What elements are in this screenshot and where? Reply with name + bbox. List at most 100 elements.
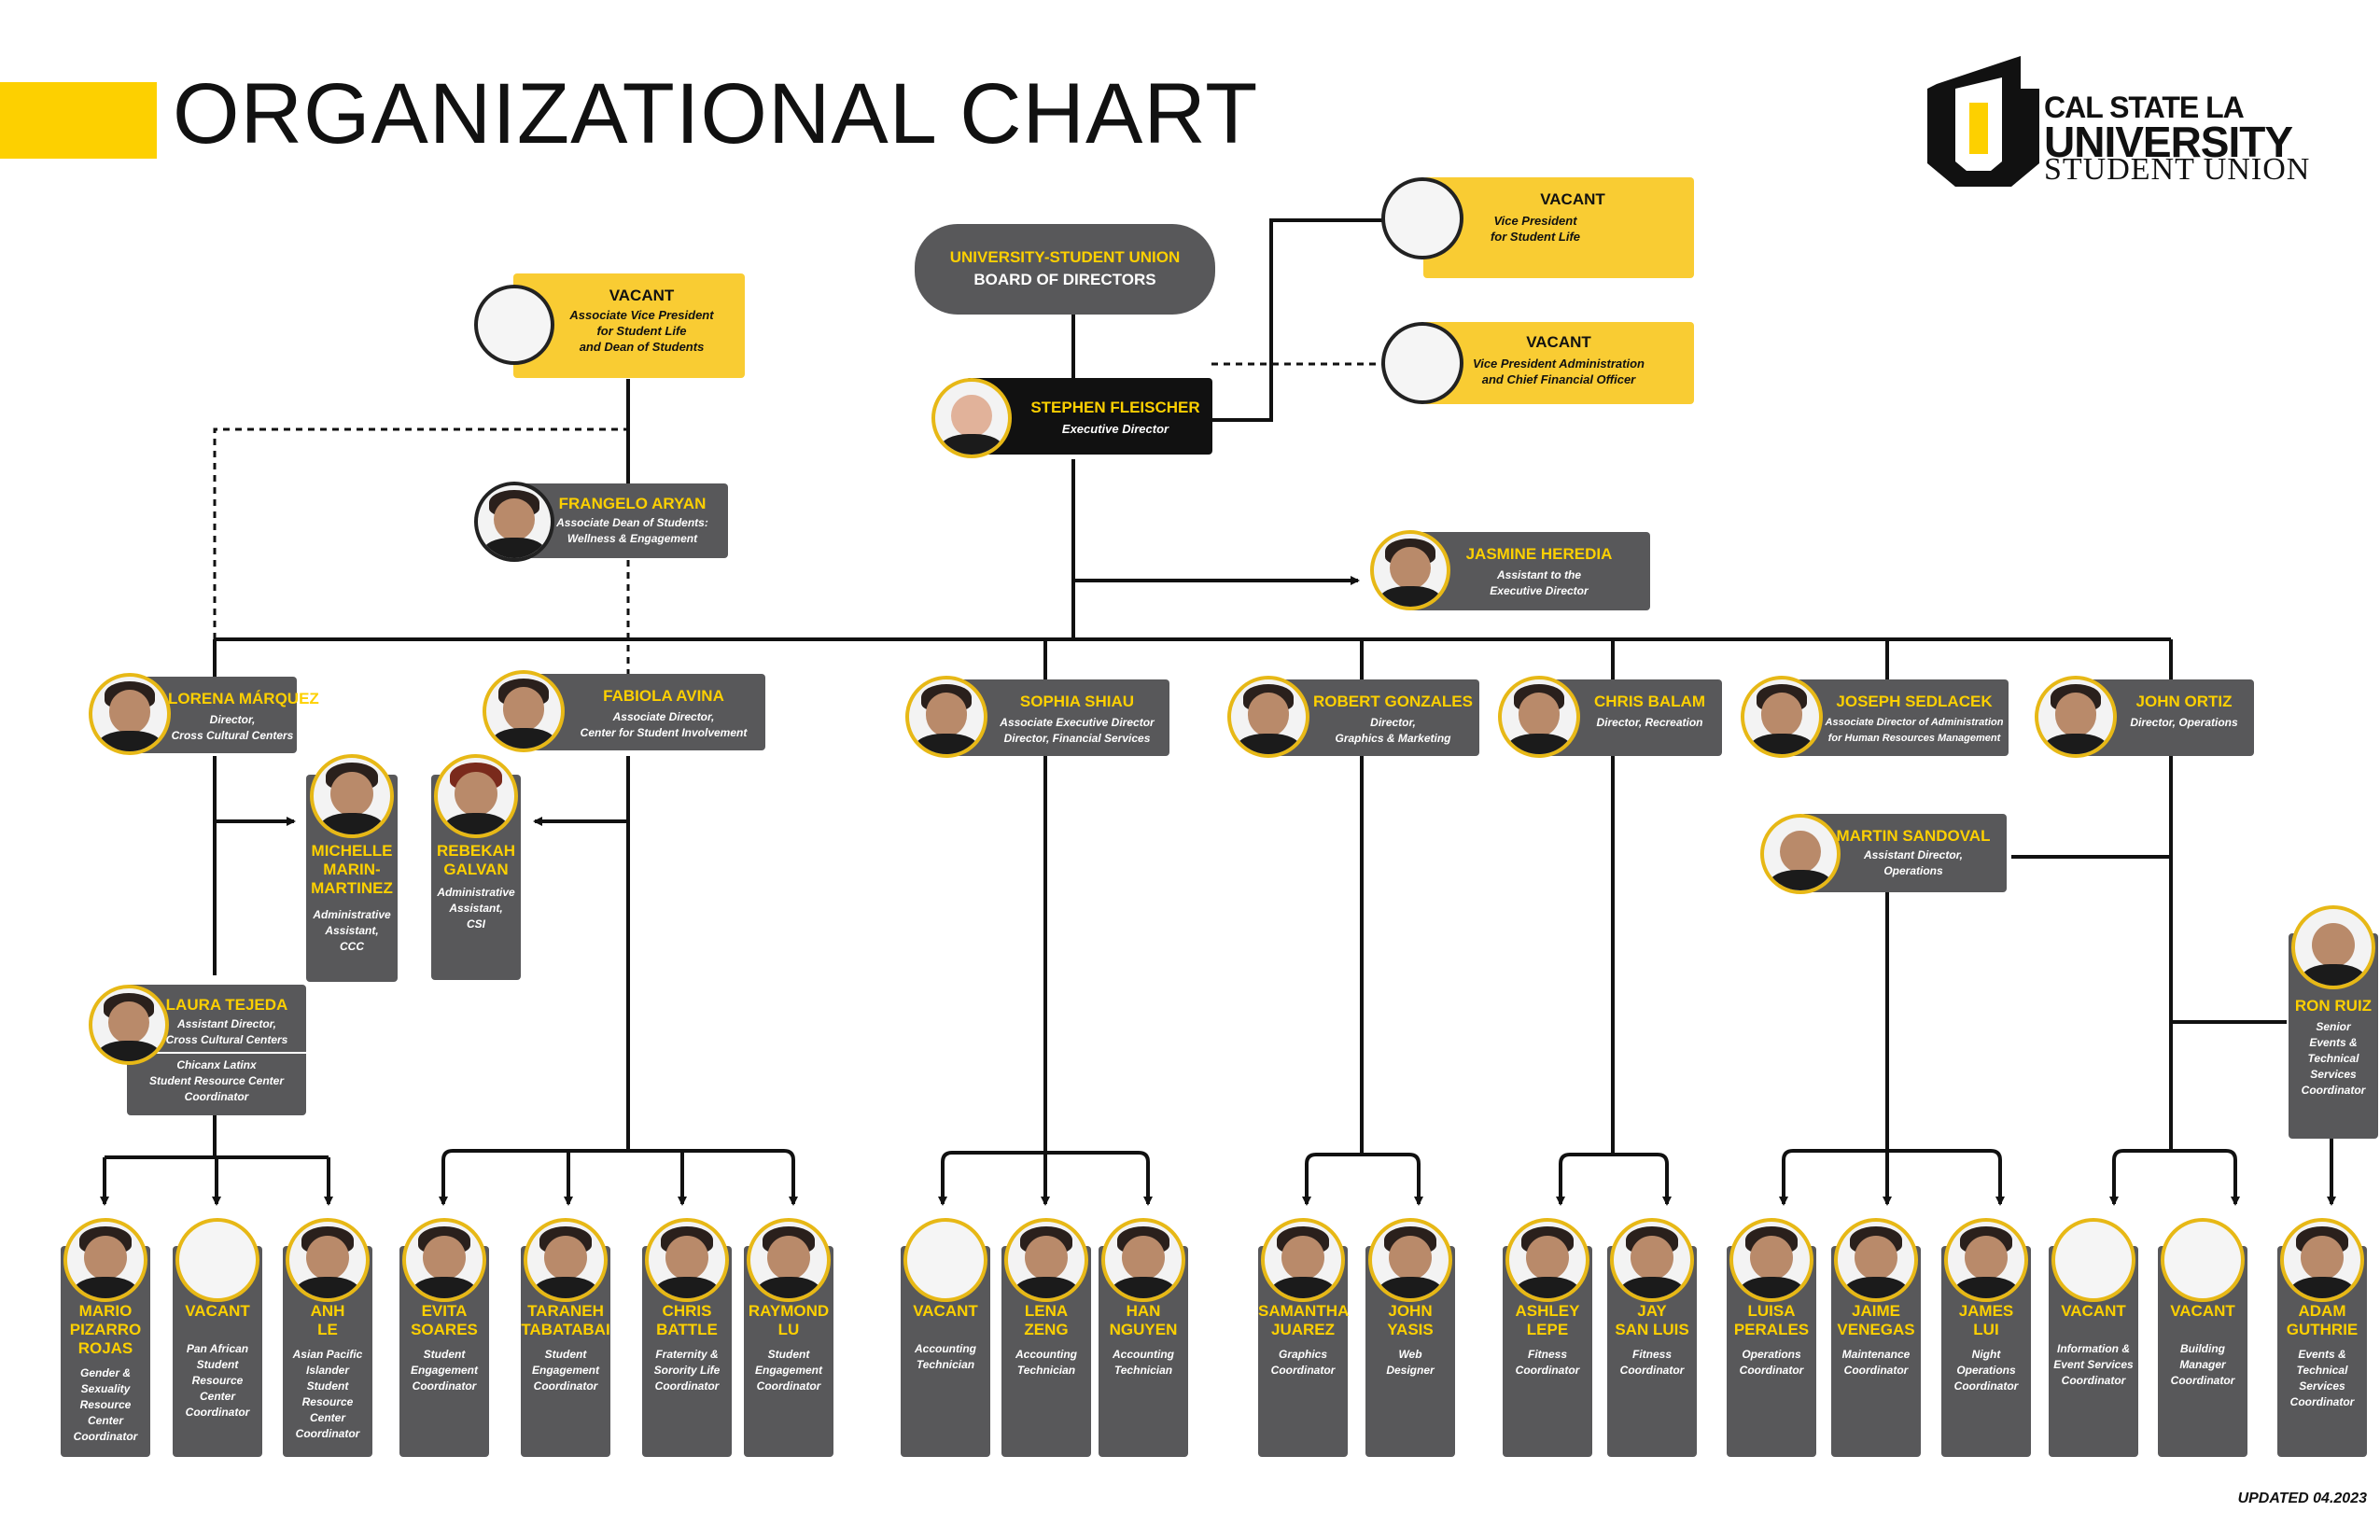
director-photo [905,676,987,758]
staff-role: Building Manager Coordinator [2170,1342,2235,1387]
updated-date: UPDATED 04.2023 [2237,1491,2367,1506]
rebekah-role: Administrative Assistant, CSI [437,886,515,931]
staff-photo [1729,1218,1813,1302]
rebekah-name: REBEKAH GALVAN [436,842,516,878]
director-role: Associate Director of Administration for… [1825,717,2004,744]
vp-student-life-photo [1381,177,1463,259]
staff-role: Pan African Student Resource Center Coor… [185,1342,250,1419]
staff-name: TARANEH TABATABAI [521,1302,610,1338]
staff-name: VACANT [185,1302,250,1320]
jasmine-box[interactable]: JASMINE HEREDIA Assistant to the Executi… [1409,532,1650,610]
director-box[interactable]: SOPHIA SHIAU Associate Executive Director… [947,679,1169,756]
avp-photo [474,285,554,365]
vp-admin-box[interactable]: VACANT Vice President Administration and… [1423,322,1694,404]
director-name: LORENA MÁRQUEZ [168,690,319,707]
laura-divider [127,1052,306,1054]
csula-usu-logo: CAL STATE LA UNIVERSITY STUDENT UNION [1918,51,2329,191]
staff-name: EVITA SOARES [411,1302,478,1338]
staff-name: LUISA PERALES [1733,1302,1810,1338]
director-name: FABIOLA AVINA [603,687,724,705]
staff-name: HAN NGUYEN [1109,1302,1178,1338]
staff-role: Gender & Sexuality Resource Center Coord… [73,1366,138,1443]
michelle-photo [310,754,394,838]
staff-role: Student Engagement Coordinator [531,1348,599,1393]
martin-name: MARTIN SANDOVAL [1836,827,1991,845]
staff-name: CHRIS BATTLE [656,1302,718,1338]
staff-role: Maintenance Coordinator [1841,1348,1911,1377]
staff-role: Events & Technical Services Coordinator [2289,1348,2355,1408]
staff-photo [747,1218,831,1302]
laura-role: Assistant Director, Cross Cultural Cente… [165,1017,288,1046]
frangelo-name: FRANGELO ARYAN [558,495,707,512]
vp-student-life-role: Vice President for Student Life [1490,214,1581,244]
logo-text-student-union: STUDENT UNION [2044,152,2311,187]
director-photo [89,673,171,755]
director-role: Director, Operations [2130,716,2238,729]
vp-admin-photo [1381,322,1463,404]
laura-name: LAURA TEJEDA [165,996,288,1014]
director-role: Associate Executive Director Director, F… [1000,716,1155,745]
staff-photo [2051,1218,2135,1302]
michelle-name: MICHELLE MARIN- MARTINEZ [311,842,393,897]
michelle-role: Administrative Assistant, CCC [313,908,391,953]
staff-photo [1505,1218,1589,1302]
staff-role: Graphics Coordinator [1270,1348,1336,1377]
vp-student-life-name: VACANT [1540,190,1605,208]
director-box[interactable]: FABIOLA AVINA Associate Director, Center … [525,674,765,750]
vp-admin-role: Vice President Administration and Chief … [1473,357,1645,386]
staff-photo [1610,1218,1694,1302]
staff-photo [286,1218,370,1302]
director-photo [1498,676,1580,758]
staff-name: VACANT [913,1302,978,1320]
staff-photo [175,1218,259,1302]
martin-role: Assistant Director, Operations [1863,848,1964,877]
staff-role: Accounting Technician [915,1342,976,1371]
staff-role: Asian Pacific Islander Student Resource … [292,1348,363,1440]
martin-photo [1760,814,1841,894]
staff-photo [903,1218,987,1302]
staff-role: Fitness Coordinator [1619,1348,1685,1377]
frangelo-box[interactable]: FRANGELO ARYAN Associate Dean of Student… [513,483,728,558]
staff-role: Information & Event Services Coordinator [2053,1342,2134,1387]
rebekah-photo [434,754,518,838]
staff-photo [645,1218,729,1302]
director-name: CHRIS BALAM [1594,693,1705,710]
staff-photo [1834,1218,1918,1302]
staff-name: VACANT [2061,1302,2126,1320]
director-name: SOPHIA SHIAU [1019,693,1135,710]
board-of-directors-box[interactable]: UNIVERSITY-STUDENT UNION BOARD OF DIRECT… [915,224,1215,315]
laura-photo [89,985,169,1065]
director-photo [1741,676,1823,758]
staff-photo [2161,1218,2245,1302]
exec-name: STEPHEN FLEISCHER [1030,399,1200,416]
frangelo-photo [474,482,554,562]
staff-role: Fraternity & Sorority Life Coordinator [653,1348,721,1393]
staff-name: ANH LE [310,1302,345,1338]
staff-name: JOHN YASIS [1387,1302,1434,1338]
avp-role: Associate Vice President for Student Lif… [569,308,714,354]
staff-name: ADAM GUTHRIE [2286,1302,2359,1338]
staff-photo [524,1218,608,1302]
director-name: ROBERT GONZALES [1313,693,1473,710]
staff-name: JAY SAN LUIS [1615,1302,1689,1338]
director-role: Associate Director, Center for Student I… [580,710,748,739]
logo-text-university: UNIVERSITY [2044,118,2293,166]
laura-role2: Chicanx Latinx Student Resource Center C… [148,1058,285,1103]
jasmine-role: Assistant to the Executive Director [1490,568,1589,597]
jasmine-photo [1370,530,1450,610]
director-role: Director, Cross Cultural Centers [171,713,294,742]
board-line2: BOARD OF DIRECTORS [973,271,1156,288]
staff-role: Operations Coordinator [1739,1348,1804,1377]
ron-role: Senior Events & Technical Services Coord… [2301,1020,2366,1097]
staff-role: Web Designer [1386,1348,1435,1377]
staff-role: Student Engagement Coordinator [410,1348,478,1393]
staff-photo [1368,1218,1452,1302]
vp-admin-name: VACANT [1526,333,1591,351]
shield-logo-icon [1927,56,2039,187]
staff-role: Fitness Coordinator [1515,1348,1580,1377]
staff-photo [1261,1218,1345,1302]
ron-photo [2291,905,2375,989]
staff-photo [1101,1218,1185,1302]
vp-student-life-box[interactable]: VACANT Vice President for Student Life [1423,177,1694,278]
